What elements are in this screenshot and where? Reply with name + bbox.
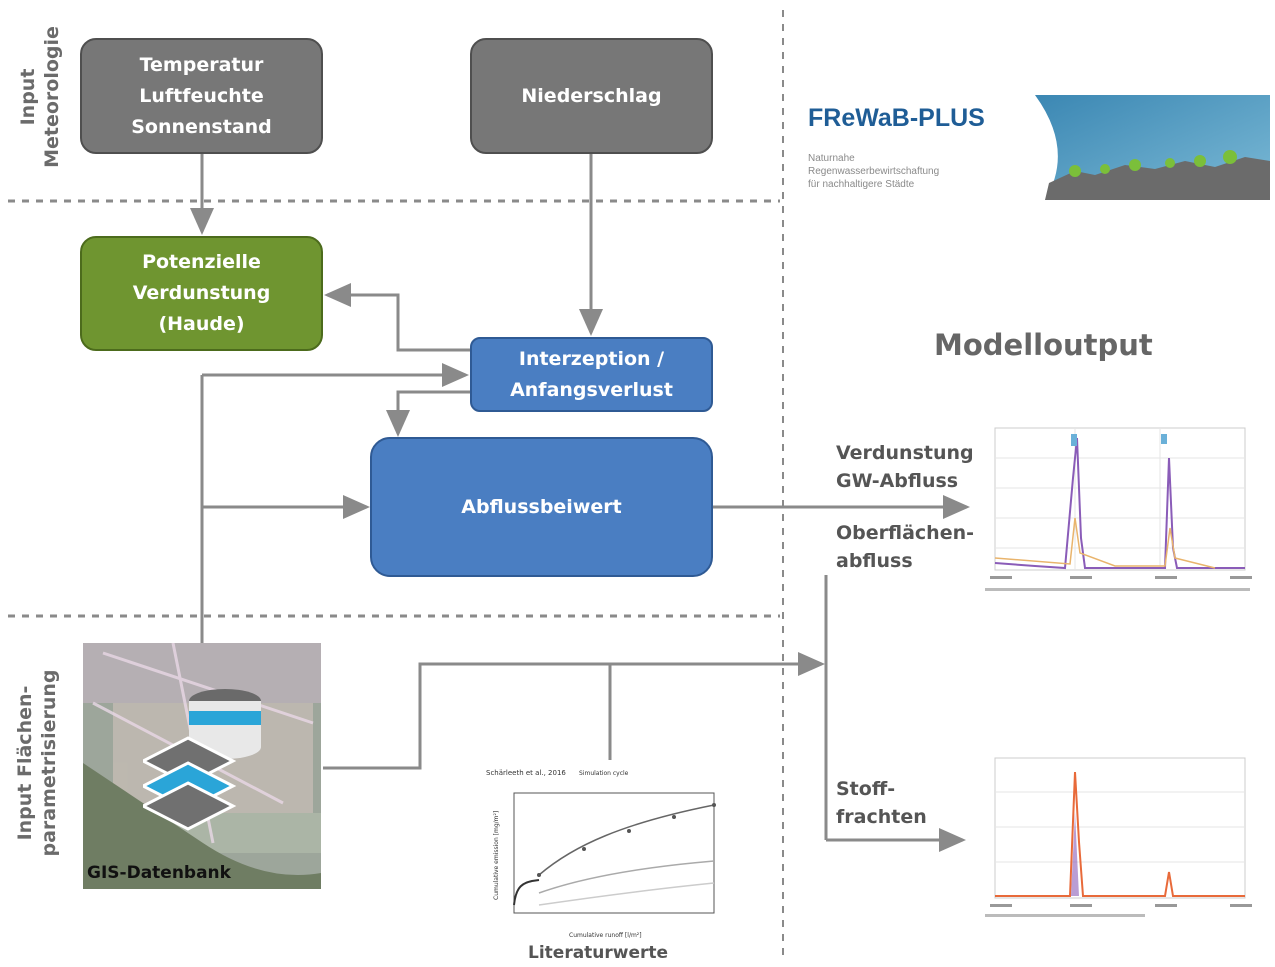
logo-image [1035, 95, 1270, 200]
label-input-meteorologie: Input Meteorologie [17, 26, 63, 168]
literature-xlabel: Cumulative runoff [l/m²] [569, 932, 642, 939]
box-potenzielle-verdunstung: Potenzielle Verdunstung (Haude) [80, 236, 323, 351]
box-niederschlag: Niederschlag [470, 38, 713, 154]
label-input-flaechen: Input Flächen- parametrisierung [14, 669, 60, 857]
logo-name: FReWaB-PLUS [808, 104, 985, 132]
box-interzeption: Interzeption / Anfangsverlust [470, 337, 713, 412]
output-chart-abfluss [975, 418, 1260, 596]
gis-map-image [83, 643, 321, 889]
database-layers-icon [143, 689, 261, 831]
arrow-interzeption-to-verdunstung [324, 283, 470, 352]
gis-database-tile: GIS-Datenbank [83, 643, 321, 889]
literature-caption: Literaturwerte [528, 943, 669, 963]
modelloutput-title: Modelloutput [934, 328, 1153, 362]
box-temperatur: Temperatur Luftfeuchte Sonnenstand [80, 38, 323, 154]
output-label-oberflaechenabfluss: Oberflächen- abfluss [836, 522, 975, 572]
literature-chart-title: Schärleeth et al., 2016 [486, 769, 566, 777]
output-label-verdunstung-gw: Verdunstung GW-Abfluss [836, 442, 974, 492]
box-abflussbeiwert: Abflussbeiwert [370, 437, 713, 577]
logo-subtitle: Naturnahe Regenwasserbewirtschaftung für… [808, 153, 940, 190]
output-chart-stofffrachten [975, 752, 1260, 922]
arrow-gis-to-distributor [323, 652, 825, 770]
gis-caption: GIS-Datenbank [87, 863, 231, 883]
literature-ylabel: Cumulative emission [mg/m²] [493, 811, 500, 900]
literature-top-axis-label: Simulation cycle [579, 770, 629, 777]
output-label-stofffrachten: Stoff- frachten [836, 778, 927, 828]
literature-chart: Schärleeth et al., 2016 Simulation cycle… [484, 765, 734, 945]
arrow-interzeption-to-abflussbeiwert [386, 390, 470, 437]
